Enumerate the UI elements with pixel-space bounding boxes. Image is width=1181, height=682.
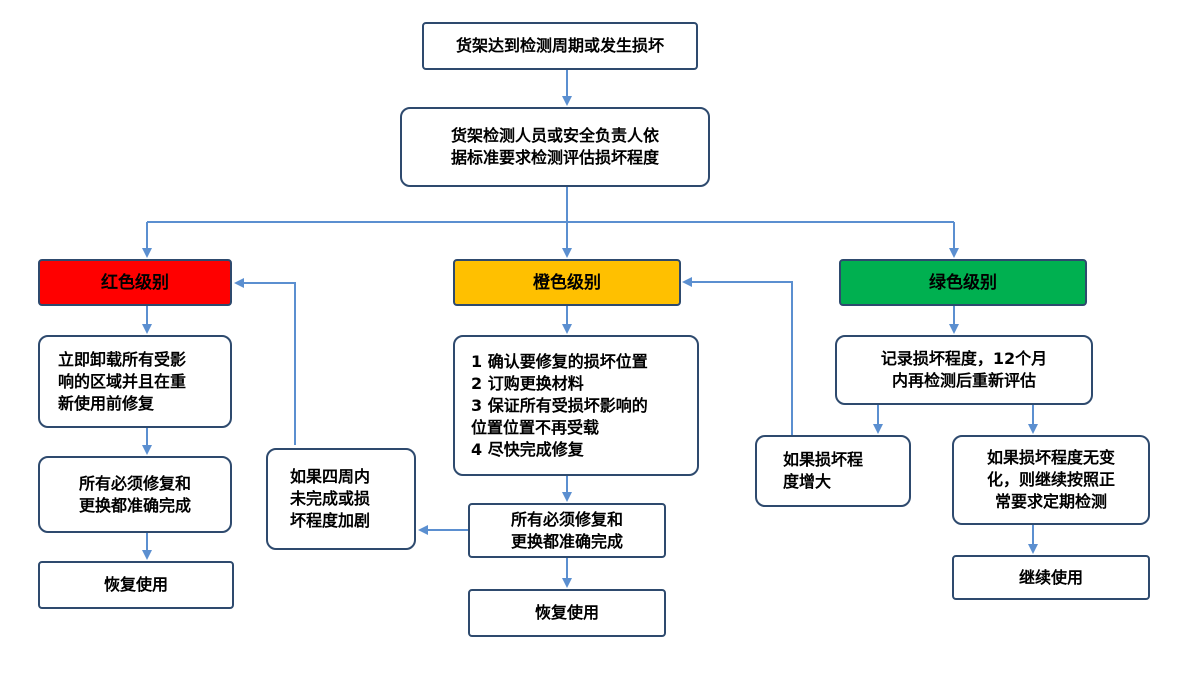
node-escalate-orange-label: 如果损坏程 度增大: [783, 450, 864, 491]
node-red-step2: 所有必须修复和 更换都准确完成: [38, 456, 232, 533]
node-green-step1: 记录损坏程度，12个月 内再检测后重新评估: [835, 335, 1093, 405]
node-red-resume: 恢复使用: [38, 561, 234, 609]
node-red-step1: 立即卸载所有受影 响的区域并且在重 新使用前修复: [38, 335, 232, 428]
node-green-unchanged: 如果损坏程度无变 化，则继续按照正 常要求定期检测: [952, 435, 1150, 525]
node-red-level-label: 红色级别: [101, 272, 169, 293]
edge-escalate-red-to-red-level: [234, 278, 296, 445]
node-red-step2-label: 所有必须修复和 更换都准确完成: [78, 473, 191, 515]
node-escalate-red: 如果四周内 未完成或损 坏程度加剧: [266, 448, 416, 550]
node-orange-step2: 所有必须修复和 更换都准确完成: [468, 503, 666, 558]
node-red-step1-label: 立即卸载所有受影 响的区域并且在重 新使用前修复: [58, 349, 187, 413]
node-orange-level: 橙色级别: [453, 259, 681, 306]
edge-inspect-split: [147, 187, 954, 223]
node-escalate-orange: 如果损坏程 度增大: [755, 435, 911, 507]
node-green-unchanged-label: 如果损坏程度无变 化，则继续按照正 常要求定期检测: [986, 448, 1115, 511]
node-orange-level-label: 橙色级别: [533, 272, 601, 293]
node-green-resume-label: 继续使用: [1018, 567, 1083, 587]
node-green-step1-label: 记录损坏程度，12个月 内再检测后重新评估: [880, 349, 1048, 390]
node-red-level: 红色级别: [38, 259, 232, 306]
node-escalate-red-label: 如果四周内 未完成或损 坏程度加剧: [290, 467, 371, 530]
node-orange-step2-label: 所有必须修复和 更换都准确完成: [510, 509, 623, 551]
node-inspect: 货架检测人员或安全负责人依 据标准要求检测评估损坏程度: [400, 107, 710, 187]
node-inspect-label: 货架检测人员或安全负责人依 据标准要求检测评估损坏程度: [450, 126, 659, 167]
node-orange-step1: 1 确认要修复的损坏位置 2 订购更换材料 3 保证所有受损坏影响的 位置位置不…: [453, 335, 699, 476]
node-orange-step1-label: 1 确认要修复的损坏位置 2 订购更换材料 3 保证所有受损坏影响的 位置位置不…: [471, 351, 648, 459]
node-start-label: 货架达到检测周期或发生损坏: [455, 36, 664, 55]
node-green-resume: 继续使用: [952, 555, 1150, 600]
edge-escalate-orange-to-orange-level: [682, 277, 793, 435]
node-red-resume-label: 恢复使用: [103, 575, 168, 594]
node-start: 货架达到检测周期或发生损坏: [422, 22, 698, 70]
node-green-level-label: 绿色级别: [929, 272, 997, 293]
node-orange-resume-label: 恢复使用: [534, 603, 599, 622]
node-green-level: 绿色级别: [839, 259, 1087, 306]
node-orange-resume: 恢复使用: [468, 589, 666, 637]
